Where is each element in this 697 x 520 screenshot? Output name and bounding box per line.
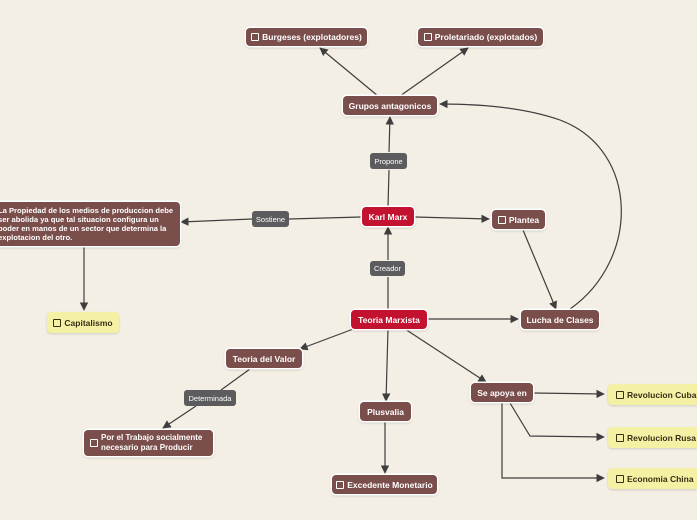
link-marx-propone (387, 169, 390, 208)
node-teoria-valor-label: Teoria del Valor (232, 353, 296, 364)
node-plantea[interactable]: Plantea (492, 210, 545, 229)
checkbox-icon (497, 215, 506, 224)
link-marx-sostiene (288, 216, 362, 220)
link-seapoya-cubana (532, 389, 605, 399)
node-teoria-marxista-label: Teoria Marxista (358, 314, 420, 325)
node-plusvalia[interactable]: Plusvalia (360, 402, 411, 421)
label-creador: Creador (370, 261, 405, 276)
checkbox-icon (90, 439, 98, 447)
label-determinada-text: Determinada (188, 393, 232, 403)
link-sostiene-propiedad (180, 217, 253, 226)
link-seapoya-china (501, 403, 605, 483)
link-teoria-plusvalia (382, 328, 391, 402)
node-excedente[interactable]: Excedente Monetario (332, 475, 437, 494)
label-propone: Propone (370, 153, 407, 169)
link-valor-determinada (220, 368, 251, 391)
node-propiedad-label: La Propiedad de los medios de produccion… (0, 205, 174, 243)
node-economia-china-label: Economia China (627, 473, 694, 484)
node-revolucion-cubana[interactable]: Revolucion Cubana (608, 384, 697, 405)
node-se-apoya-en[interactable]: Se apoya en (471, 383, 533, 402)
checkbox-icon (616, 390, 624, 399)
node-trabajo[interactable]: Por el Trabajo socialmente necesario par… (84, 430, 213, 456)
node-lucha-label: Lucha de Clases (526, 314, 594, 325)
label-sostiene: Sostiene (252, 211, 289, 227)
node-capitalismo-label: Capitalismo (64, 317, 113, 328)
node-economia-china[interactable]: Economia China (608, 468, 697, 489)
node-propiedad[interactable]: La Propiedad de los medios de produccion… (0, 202, 180, 246)
link-teoria-seapoya (404, 328, 487, 383)
checkbox-icon (616, 433, 624, 442)
node-rev-cubana-label: Revolucion Cubana (627, 389, 697, 400)
link-lucha-grupos (439, 99, 622, 310)
node-se-apoya-label: Se apoya en (477, 387, 527, 398)
node-burgeses[interactable]: Burgeses (explotadores) (246, 28, 367, 46)
node-trabajo-label: Por el Trabajo socialmente necesario par… (101, 433, 203, 452)
checkbox-icon (251, 33, 260, 41)
node-teoria-del-valor[interactable]: Teoria del Valor (226, 349, 302, 368)
label-determinada: Determinada (184, 390, 236, 406)
node-burgeses-label: Burgeses (explotadores) (262, 32, 362, 42)
link-grupos-burgeses (319, 47, 379, 97)
node-plantea-label: Plantea (508, 214, 540, 225)
checkbox-icon (616, 474, 624, 483)
node-excedente-label: Excedente Monetario (347, 479, 433, 490)
label-sostiene-text: Sostiene (255, 214, 286, 224)
link-grupos-proletariado (399, 47, 469, 97)
link-seapoya-rusa (509, 402, 605, 442)
node-lucha-de-clases[interactable]: Lucha de Clases (521, 310, 599, 329)
node-capitalismo[interactable]: Capitalismo (47, 312, 119, 333)
link-teoria-valor (299, 327, 357, 351)
node-proletariado-label: Proletariado (explotados) (434, 32, 538, 42)
node-karl-marx[interactable]: Karl Marx (362, 207, 414, 226)
checkbox-icon (53, 318, 62, 327)
node-karl-marx-label: Karl Marx (368, 211, 408, 222)
checkbox-icon (423, 33, 432, 41)
link-propone-grupos (385, 116, 394, 153)
node-plusvalia-label: Plusvalia (367, 406, 404, 417)
link-plantea-lucha (522, 229, 557, 310)
link-determinada-trabajo (162, 405, 197, 429)
node-proletariado[interactable]: Proletariado (explotados) (418, 28, 543, 46)
node-rev-rusa-label: Revolucion Rusa (627, 432, 696, 443)
node-grupos-antagonicos[interactable]: Grupos antagonicos (343, 96, 437, 115)
checkbox-icon (336, 480, 345, 489)
node-revolucion-rusa[interactable]: Revolucion Rusa (608, 427, 697, 448)
node-teoria-marxista[interactable]: Teoria Marxista (351, 310, 427, 329)
label-creador-text: Creador (373, 264, 402, 273)
node-grupos-label: Grupos antagonicos (348, 100, 432, 111)
label-propone-text: Propone (374, 156, 403, 166)
link-marx-plantea (414, 214, 490, 223)
